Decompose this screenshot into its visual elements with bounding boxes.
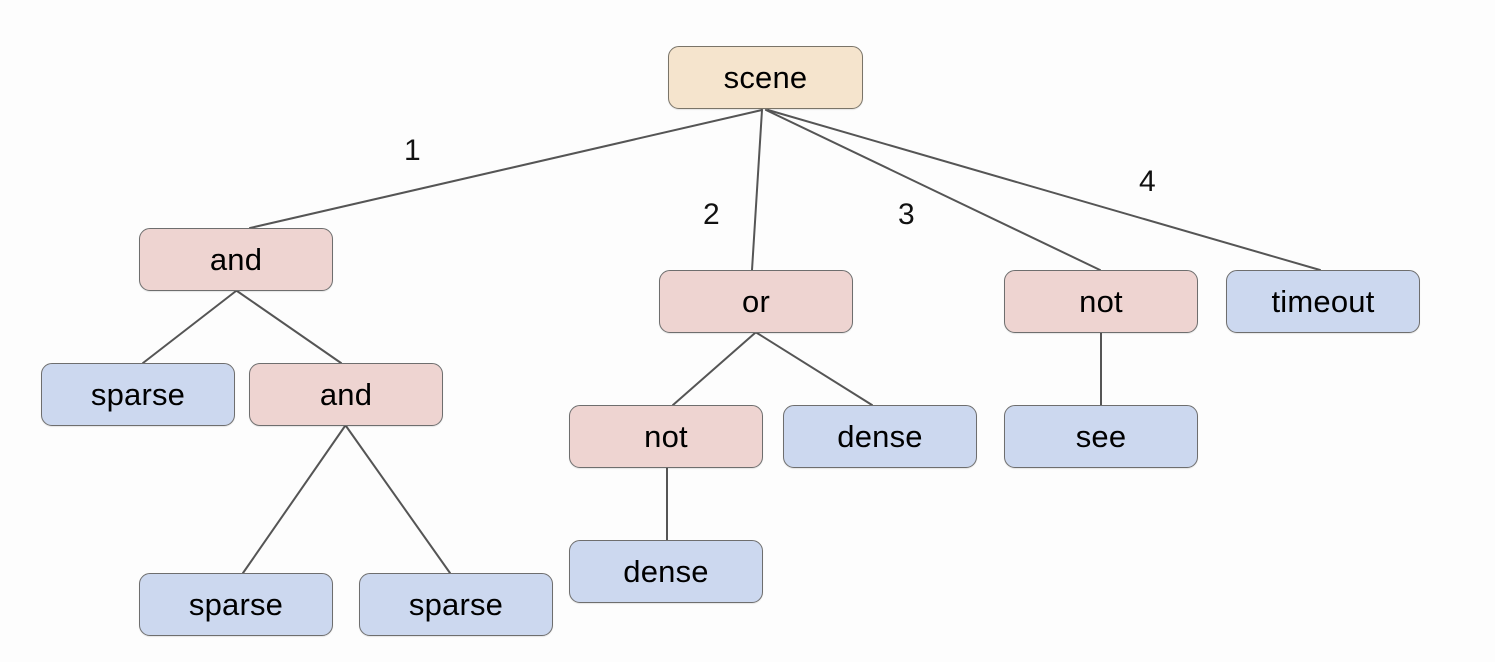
tree-edge-and1-sparse1: [142, 290, 237, 364]
tree-node-or1[interactable]: or: [659, 270, 853, 333]
tree-edge-and2-sparse3: [345, 425, 451, 574]
tree-node-timeout[interactable]: timeout: [1226, 270, 1420, 333]
tree-node-dense2[interactable]: dense: [783, 405, 977, 468]
edge-label-2: 2: [703, 198, 720, 231]
tree-edge-and2-sparse2: [242, 425, 346, 574]
tree-node-sparse3[interactable]: sparse: [359, 573, 553, 636]
tree-node-not2[interactable]: not: [1004, 270, 1198, 333]
tree-edge-or1-not1: [672, 332, 756, 406]
tree-edge-scene-timeout: [767, 109, 1321, 271]
tree-node-dense1[interactable]: dense: [569, 540, 763, 603]
tree-node-see1[interactable]: see: [1004, 405, 1198, 468]
tree-edge-or1-dense2: [756, 332, 873, 406]
tree-edge-scene-not2: [765, 109, 1101, 271]
tree-node-scene[interactable]: scene: [668, 46, 863, 109]
edge-label-3: 3: [898, 198, 915, 231]
tree-edge-scene-or1: [751, 109, 763, 271]
tree-node-and2[interactable]: and: [249, 363, 443, 426]
tree-edge-and1-and2: [236, 290, 342, 364]
edge-label-4: 4: [1139, 165, 1156, 198]
tree-node-sparse1[interactable]: sparse: [41, 363, 235, 426]
tree-node-sparse2[interactable]: sparse: [139, 573, 333, 636]
tree-node-and1[interactable]: and: [139, 228, 333, 291]
edge-label-1: 1: [404, 134, 421, 167]
tree-node-not1[interactable]: not: [569, 405, 763, 468]
tree-edge-scene-and1: [249, 109, 763, 229]
